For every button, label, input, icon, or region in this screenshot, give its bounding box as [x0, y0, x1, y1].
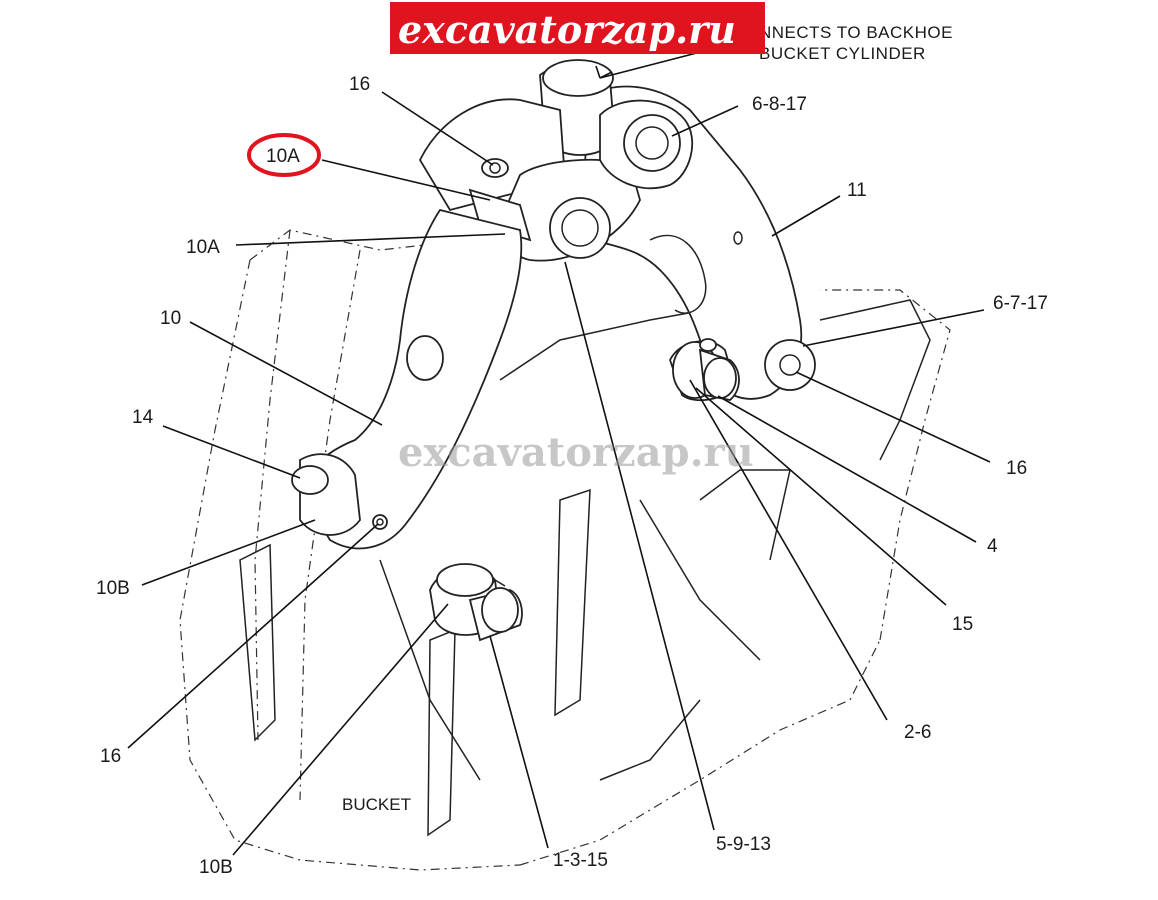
callout-6-7-17: 6-7-17	[993, 293, 1048, 314]
callout-10b-bottom: 10B	[199, 857, 233, 878]
callout-5-9-13: 5-9-13	[716, 834, 771, 855]
callout-10: 10	[160, 308, 181, 329]
watermark-top-text: excavatorzap.ru	[398, 7, 736, 52]
link-10	[291, 208, 523, 550]
lower-pin	[429, 563, 523, 642]
note-line-2: BUCKET CYLINDER	[759, 44, 926, 63]
bucket-label: BUCKET	[342, 795, 411, 814]
callout-14: 14	[132, 407, 154, 428]
callout-15: 15	[952, 614, 973, 635]
callout-10a: 10A	[186, 237, 220, 258]
callout-16-left: 16	[100, 746, 121, 767]
bucket-outline	[179, 229, 951, 871]
callout-16-top: 16	[349, 74, 370, 95]
callout-10a-circled: 10A	[266, 146, 300, 167]
right-pin	[669, 338, 740, 402]
callout-1-3-15: 1-3-15	[553, 850, 608, 871]
watermark-box	[390, 2, 765, 54]
callout-16-right: 16	[1006, 458, 1027, 479]
note-line-1: NNECTS TO BACKHOE	[759, 23, 953, 42]
callout-labels: 16 10A 10A 10 14 10B 16 10B 1-3-15 5-9-1…	[96, 74, 1048, 878]
cylinder-pin	[418, 59, 694, 262]
leader-lines	[127, 47, 991, 856]
watermark-top: excavatorzap.ru	[390, 2, 765, 54]
cylinder-note: NNECTS TO BACKHOE BUCKET CYLINDER	[759, 23, 953, 63]
watermark-center: excavatorzap.ru	[398, 429, 754, 476]
highlight-circle-10a	[247, 133, 321, 177]
callout-10b-left: 10B	[96, 578, 130, 599]
callout-11: 11	[847, 180, 867, 201]
callout-2-6: 2-6	[904, 722, 931, 743]
callout-4: 4	[987, 536, 998, 557]
callout-6-8-17: 6-8-17	[752, 94, 807, 115]
